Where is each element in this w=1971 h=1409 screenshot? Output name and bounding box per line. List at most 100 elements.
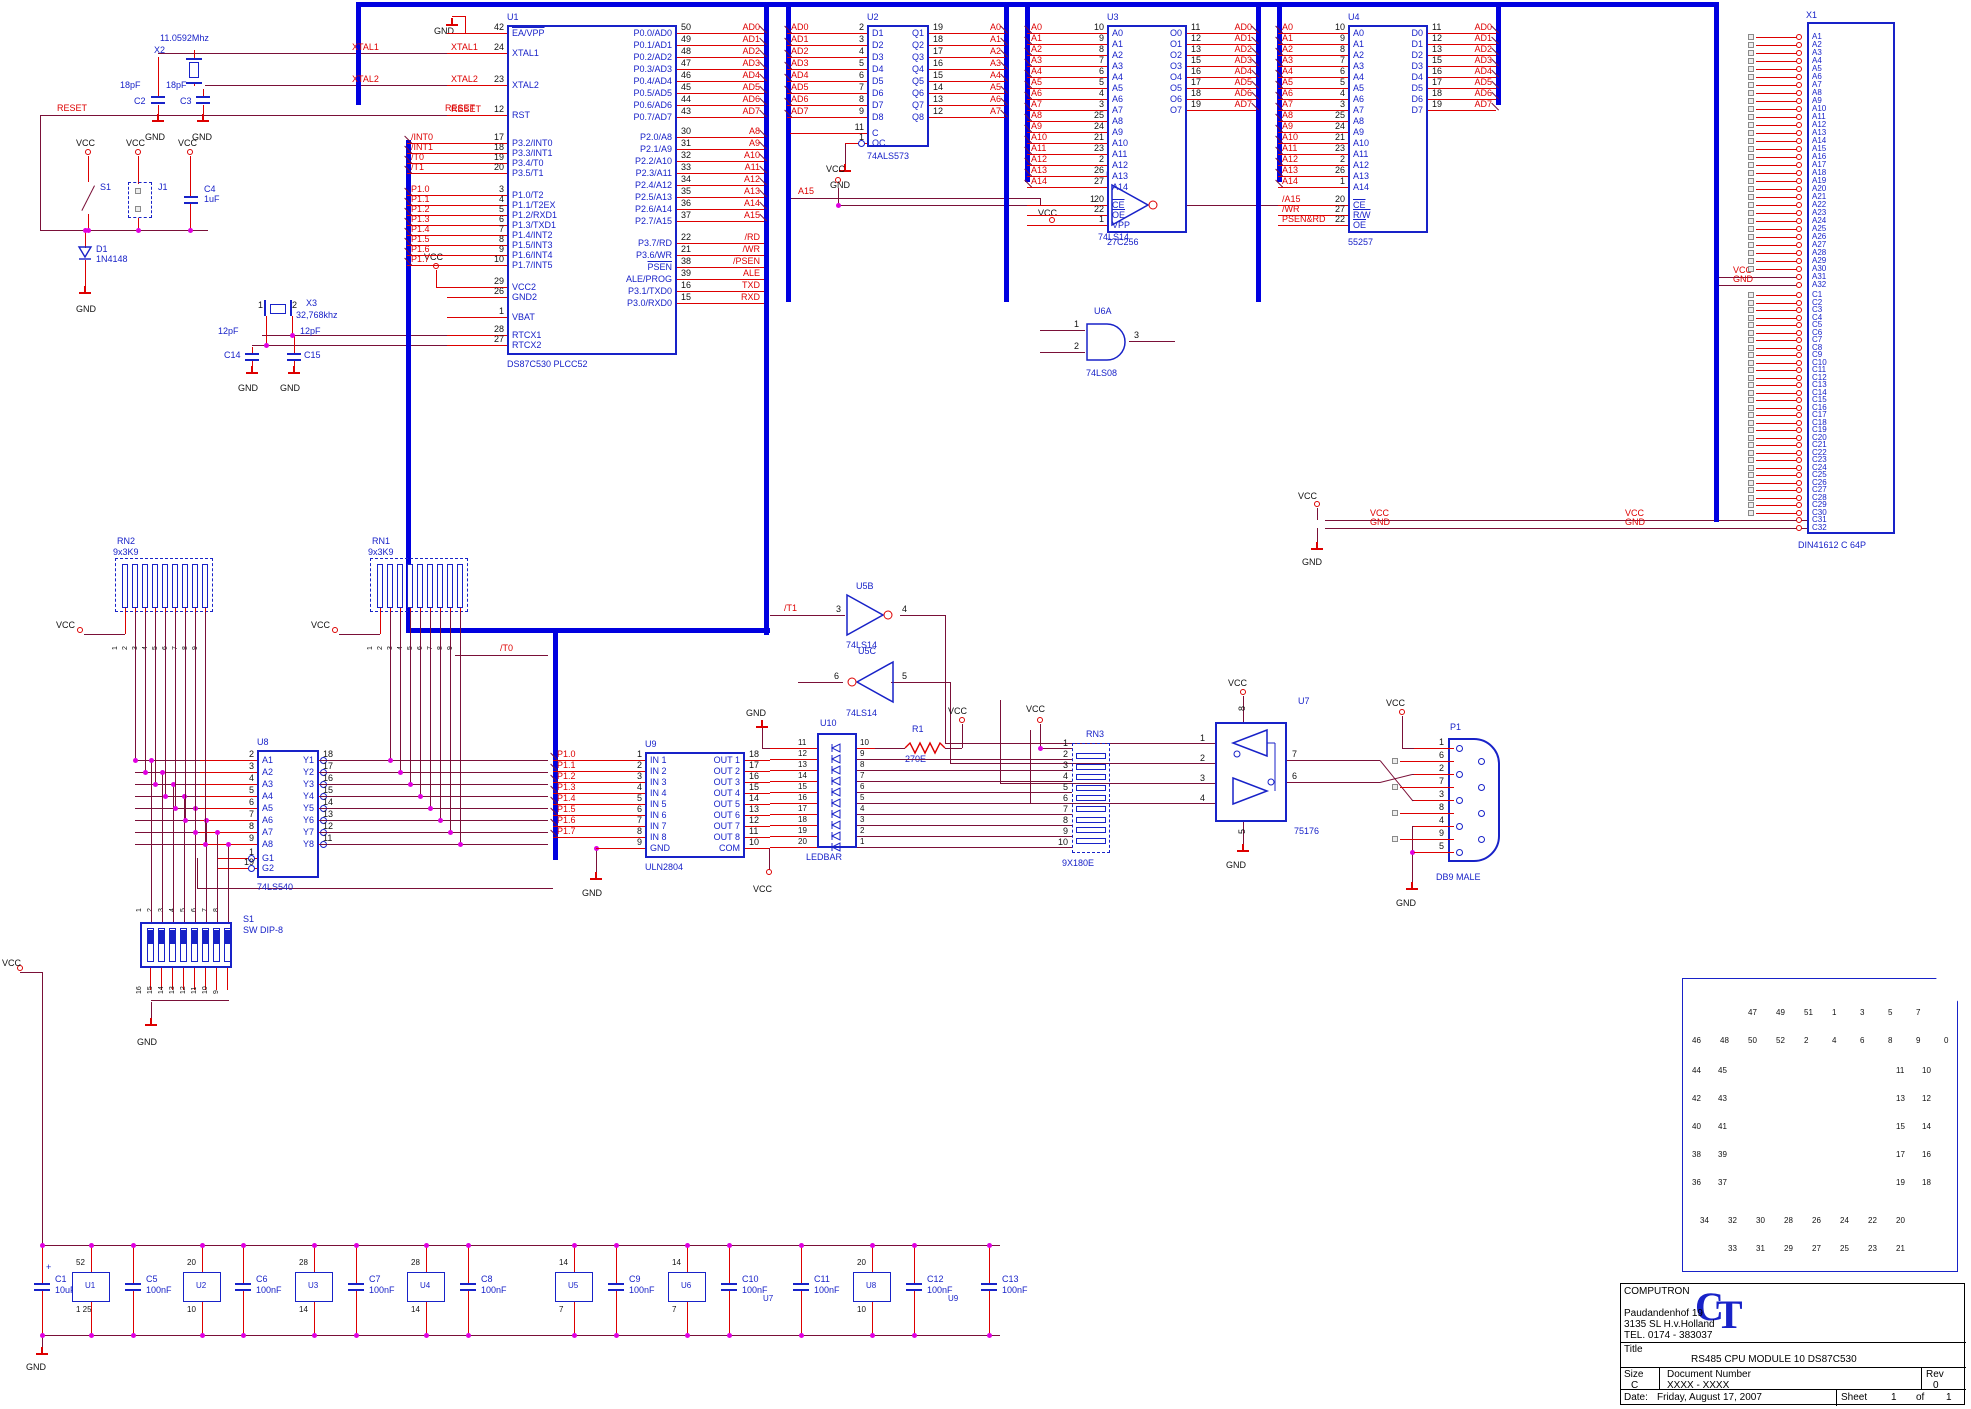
wire — [770, 759, 817, 761]
label-3: 3 — [836, 604, 842, 614]
wire — [553, 826, 645, 828]
pin-name: IN 5 — [650, 799, 667, 809]
company-addr1: Paudandenhof 19 — [1624, 1308, 1703, 1319]
db9-pin — [1478, 810, 1485, 817]
pin-number: 7 — [1098, 55, 1104, 65]
pin-name: OUT 7 — [713, 821, 740, 831]
dip-slider-knob — [203, 930, 208, 944]
label-A9: A9 — [748, 138, 760, 148]
junction-dot — [215, 830, 220, 835]
wire — [158, 57, 160, 97]
vcc-symbol — [766, 869, 772, 875]
gnd-symbol — [251, 366, 253, 372]
pin-pad — [1748, 186, 1754, 192]
pin-bubble — [1796, 42, 1802, 48]
pin-number: 30 — [681, 126, 692, 136]
wire — [205, 612, 207, 844]
bus-wire — [786, 2, 791, 302]
wire — [1428, 77, 1496, 79]
pin-number: 19 — [933, 22, 944, 32]
label-U9: U9 — [645, 739, 657, 749]
pin-name: Q7 — [911, 100, 924, 110]
label-7: 7 — [1062, 804, 1068, 814]
pin-number: 9 — [858, 106, 864, 116]
label-31: 31 — [1756, 1244, 1765, 1253]
pin-pad — [1748, 234, 1754, 240]
wire — [1278, 205, 1348, 207]
wire — [197, 784, 257, 786]
label-AD4: AD4 — [742, 70, 760, 80]
label-GND: GND — [582, 888, 602, 898]
wire — [197, 808, 257, 810]
label-13: 13 — [169, 986, 176, 994]
wire — [1756, 165, 1798, 167]
wire — [1400, 839, 1454, 841]
wire — [745, 826, 770, 828]
wire — [787, 105, 867, 107]
capacitor-plate — [151, 102, 165, 104]
wire — [320, 844, 548, 846]
wire — [857, 803, 1072, 805]
pin-name: O6 — [1169, 94, 1182, 104]
label-74LS14: 74LS14 — [1098, 232, 1130, 242]
pin-number: 6 — [636, 804, 642, 814]
resistor-body — [457, 564, 463, 608]
ledbar-U10 — [817, 733, 857, 848]
pin-number: 47 — [681, 58, 692, 68]
pin-name: P1.4/INT2 — [512, 230, 553, 240]
label-C7: C7 — [369, 1274, 381, 1284]
label-AD1: AD1 — [1474, 33, 1492, 43]
connector-X1 — [1807, 22, 1895, 534]
wire — [1187, 55, 1256, 57]
pin-bubble — [1796, 266, 1802, 272]
wire — [430, 612, 432, 808]
wire — [455, 655, 548, 657]
pin-number: 33 — [681, 162, 692, 172]
wire — [294, 361, 296, 369]
label-6: 6 — [1062, 793, 1068, 803]
pin-number: 13 — [323, 809, 334, 819]
vcc-symbol — [187, 149, 193, 155]
label-AD6: AD6 — [791, 94, 809, 104]
company-addr2: 3135 SL H.v.Holland — [1624, 1319, 1715, 1330]
wire — [450, 612, 452, 832]
pin-number: 12 — [1191, 33, 1202, 43]
sheet-value: 1 — [1891, 1392, 1897, 1403]
pin-name: O2 — [1169, 50, 1182, 60]
resistor-body — [1076, 774, 1106, 781]
label-A3: A3 — [1282, 55, 1294, 65]
pin-bubble — [858, 140, 865, 147]
pin-number: 16 — [749, 771, 760, 781]
pin-bubble — [1796, 186, 1802, 192]
wire — [677, 117, 764, 119]
wire — [553, 760, 645, 762]
label-5: 5 — [1438, 841, 1444, 851]
pin-name: A20 — [1812, 184, 1827, 193]
wire — [1756, 229, 1798, 231]
label-100nF: 100nF — [629, 1285, 655, 1295]
wire — [677, 45, 764, 47]
pin-name: A26 — [1812, 232, 1827, 241]
pin-bubble — [1796, 502, 1802, 508]
junction-dot — [572, 1243, 577, 1248]
label-2: 2 — [1438, 763, 1444, 773]
pin-pad — [1748, 337, 1754, 343]
pin-name: A32 — [1812, 280, 1827, 289]
wire — [1414, 748, 1454, 750]
label-GND: GND — [280, 383, 300, 393]
wire — [1400, 787, 1454, 789]
pin-pad — [1748, 314, 1754, 321]
wire — [42, 1335, 44, 1351]
pin-bubble — [1796, 138, 1802, 144]
wire — [195, 808, 197, 922]
pin-number: 38 — [681, 256, 692, 266]
pin-number: 4 — [858, 46, 864, 56]
capacitor-plate — [184, 196, 198, 198]
pin-pad — [1392, 784, 1398, 790]
pin-pad — [1748, 412, 1754, 418]
label-10: 10 — [860, 738, 869, 747]
label-GND: GND — [238, 383, 258, 393]
label-RN3: RN3 — [1086, 729, 1105, 739]
wire — [320, 784, 548, 786]
label-A13: A13 — [743, 186, 760, 196]
